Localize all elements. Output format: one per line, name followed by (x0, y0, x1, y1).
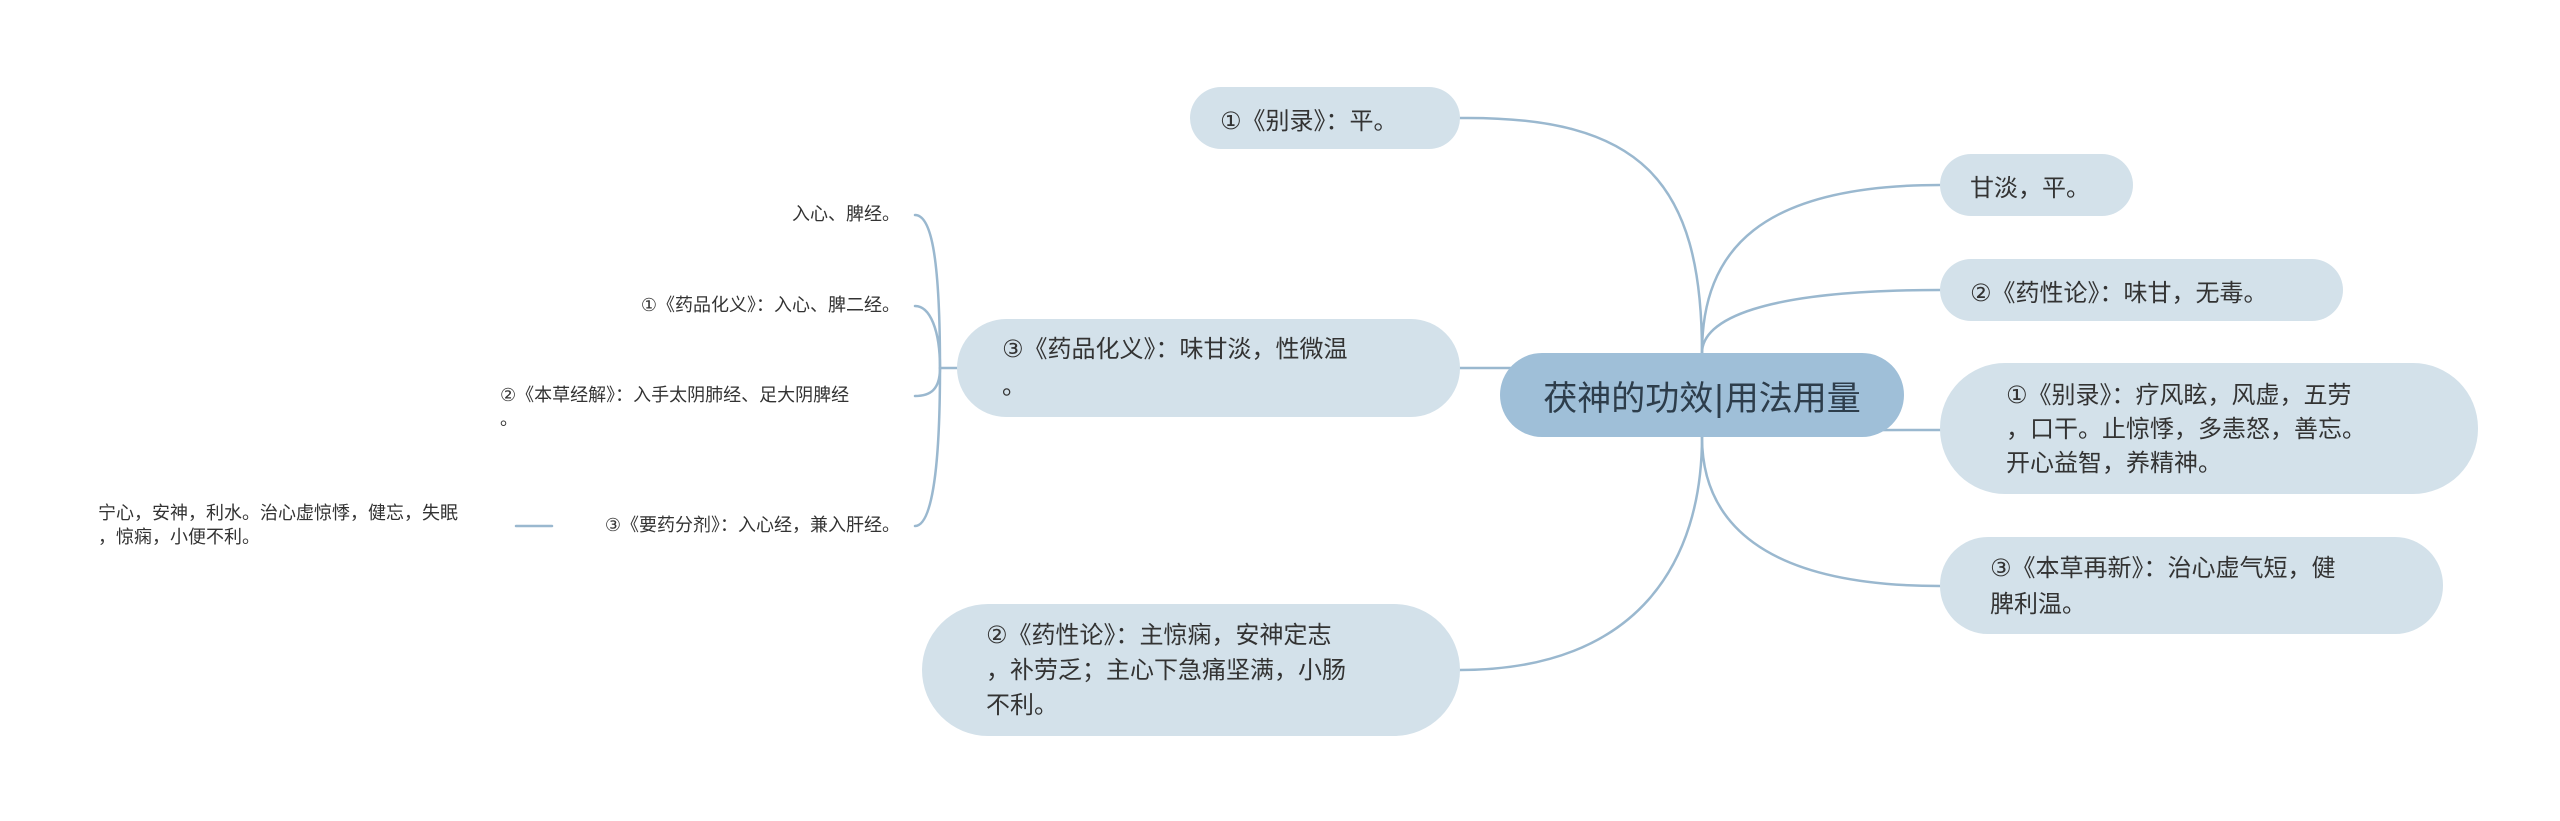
connector-root-left-1 (1458, 116, 1704, 355)
connector-root-right-4 (1700, 435, 1942, 588)
left-branch-yaoxinglun[interactable]: ②《药性论》：主惊痫，安神定志 ，补劳乏；主心下急痛坚满，小肠 不利。 (922, 604, 1460, 736)
connector-leaf-3 (913, 366, 942, 398)
left-branch-yaopin-huayi[interactable]: ③《药品化义》：味甘淡，性微温 。 (957, 319, 1460, 417)
connector-leaf-2 (913, 304, 942, 370)
right-branch-bielu[interactable]: ①《别录》：疗风眩，风虚，五劳 ，口干。止惊悸，多恚怒，善忘。 开心益智，养精神… (1940, 363, 2478, 494)
right-branch-taste[interactable]: 甘淡，平。 (1940, 154, 2133, 216)
leaf-bencao-jingjie-meridian[interactable]: ②《本草经解》：入手太阴肺经、足大阴脾经 。 (500, 385, 850, 430)
right-branch-bielu-label: ①《别录》：疗风眩，风虚，五劳 ，口干。止惊悸，多恚怒，善忘。 开心益智，养精神… (2006, 380, 2366, 477)
left-branch-yaoxinglun-label: ②《药性论》：主惊痫，安神定志 ，补劳乏；主心下急痛坚满，小肠 不利。 (986, 620, 1346, 719)
connector-root-left-3 (1458, 435, 1704, 672)
connector-root-right-2 (1700, 288, 1942, 355)
root-topic-label: 茯神的功效|用法用量 (1543, 378, 1861, 419)
right-branch-yaoxinglun-label: ②《药性论》：味甘，无毒。 (1970, 278, 2268, 307)
connector-root-right-1 (1700, 183, 1942, 355)
right-branch-bencao-zaixin[interactable]: ③《本草再新》：治心虚气短，健 脾利温。 (1940, 537, 2443, 634)
left-branch-bielu-label: ①《别录》：平。 (1220, 106, 1398, 135)
connector-leaf-4 (913, 366, 942, 528)
left-branch-bielu[interactable]: ①《别录》：平。 (1190, 87, 1460, 149)
subleaf-efficacy[interactable]: 宁心，安神，利水。治心虚惊悸，健忘，失眠 ，惊痫，小便不利。 (98, 503, 458, 548)
leaf-yaoyao-fenji-meridian[interactable]: ③《要药分剂》：入心经，兼入肝经。 (604, 515, 900, 536)
right-branch-bencao-zaixin-label: ③《本草再新》：治心虚气短，健 脾利温。 (1990, 553, 2336, 618)
connector-leaf-1 (913, 213, 942, 370)
right-branch-taste-label: 甘淡，平。 (1970, 173, 2090, 202)
root-topic[interactable]: 茯神的功效|用法用量 (1500, 353, 1904, 437)
leaf-meridian-heart-spleen[interactable]: 入心、脾经。 (792, 204, 900, 225)
leaf-yaopin-huayi-meridian[interactable]: ①《药品化义》：入心、脾二经。 (640, 295, 900, 316)
right-branch-yaoxinglun[interactable]: ②《药性论》：味甘，无毒。 (1940, 259, 2343, 321)
left-branch-yaopin-huayi-label: ③《药品化义》：味甘淡，性微温 。 (1002, 335, 1348, 400)
